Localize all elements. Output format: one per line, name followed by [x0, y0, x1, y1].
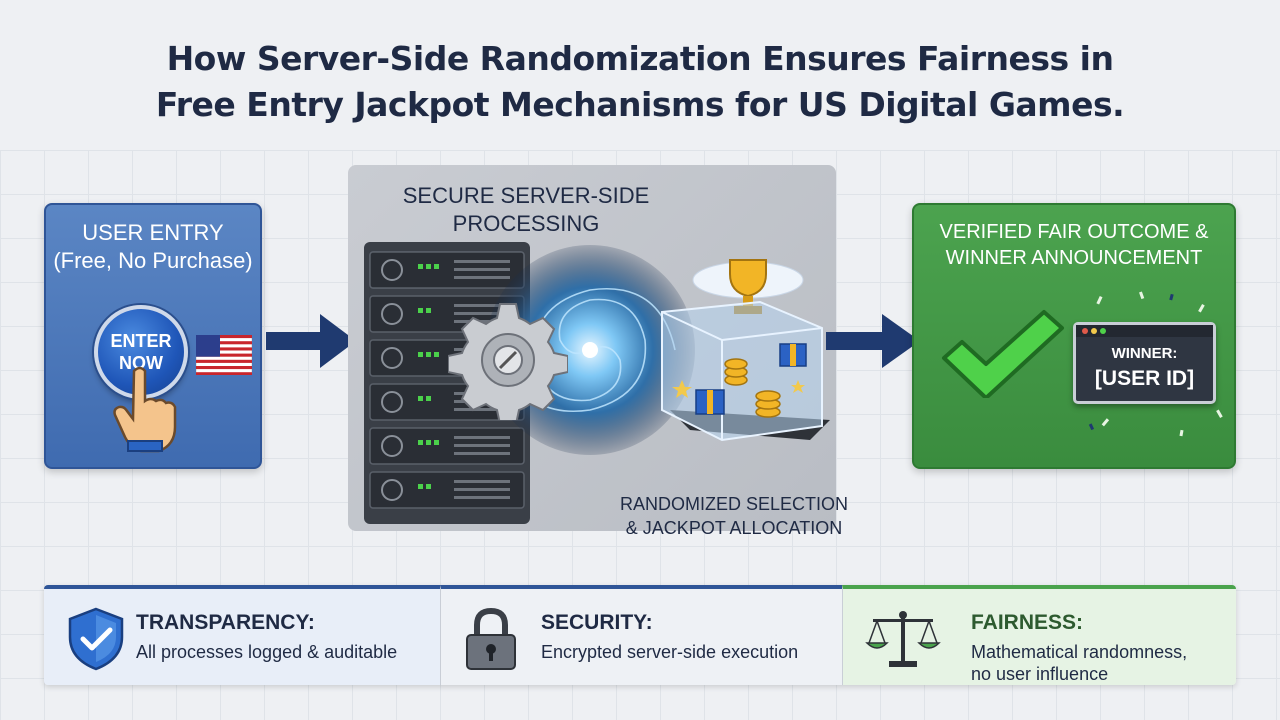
coin-stack-icon [724, 358, 781, 418]
fairness-text: Mathematical randomness, no user influen… [971, 642, 1188, 684]
checkmark-icon [942, 310, 1064, 398]
security-heading: SECURITY: [541, 611, 653, 634]
security-card: SECURITY: Encrypted server-side executio… [440, 585, 842, 685]
winner-display: WINNER: [USER ID] [1073, 322, 1216, 404]
server-rack-icon [364, 242, 530, 524]
winner-value: [USER ID] [1094, 367, 1195, 390]
transparency-card: TRANSPARENCY: All processes logged & aud… [44, 585, 440, 685]
padlock-icon [466, 607, 516, 670]
title-area: How Server-Side Randomization Ensures Fa… [0, 0, 1280, 150]
us-flag-icon [196, 335, 252, 375]
gift-icon [695, 343, 807, 415]
confetti-icon [1088, 291, 1223, 437]
shield-check-icon [68, 607, 124, 671]
fairness-heading: FAIRNESS: [971, 611, 1084, 634]
fairness-card: FAIRNESS: Mathematical randomness, no us… [842, 585, 1236, 685]
jackpot-box-icon [661, 259, 830, 442]
balance-scale-icon [865, 611, 941, 667]
security-text: Encrypted server-side execution [541, 642, 799, 662]
transparency-heading: TRANSPARENCY: [136, 611, 315, 634]
user-entry-panel: USER ENTRY (Free, No Purchase) ENTER NOW [44, 203, 262, 469]
randomized-selection-caption: RANDOMIZED SELECTION & JACKPOT ALLOCATIO… [619, 494, 849, 538]
server-processing-title: SECURE SERVER-SIDE PROCESSING [402, 183, 650, 236]
flow-arrow-1 [266, 314, 356, 368]
flow-arrow-2 [826, 314, 920, 368]
gear-icon [448, 303, 568, 420]
principles-strip: TRANSPARENCY: All processes logged & aud… [44, 585, 1236, 685]
page-title-line-1: How Server-Side Randomization Ensures Fa… [166, 39, 1114, 78]
winner-label: WINNER: [1111, 345, 1178, 362]
user-entry-title: USER ENTRY (Free, No Purchase) [53, 220, 253, 273]
page-title-line-2: Free Entry Jackpot Mechanisms for US Dig… [155, 85, 1125, 124]
transparency-text: All processes logged & auditable [136, 642, 398, 662]
hand-pointer-icon [113, 366, 177, 453]
verified-outcome-title: VERIFIED FAIR OUTCOME & WINNER ANNOUNCEM… [939, 221, 1209, 269]
